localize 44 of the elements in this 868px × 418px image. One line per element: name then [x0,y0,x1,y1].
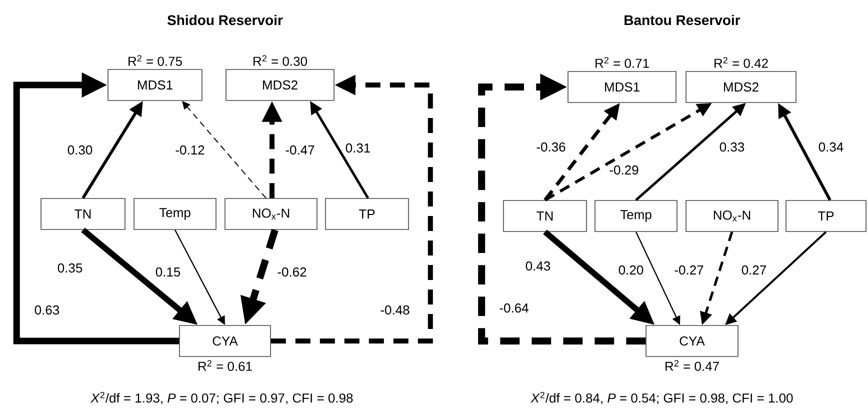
coefficient-label: 0.20 [617,264,645,276]
variable-box: TN [40,198,126,230]
coefficient-label: -0.27 [673,264,705,276]
coefficient-label: 0.34 [817,141,845,153]
coefficient-label: -0.12 [174,144,206,156]
variable-box: CYA [179,325,271,357]
variable-box: MDS1 [568,71,676,103]
variable-box: CYA [646,325,738,357]
variable-box: Temp [134,198,216,230]
coefficient-label: -0.47 [284,144,316,156]
coefficient-label: -0.48 [379,304,411,316]
r-squared-label: R$^{2}$ = 0.42 [714,57,768,68]
panel-title: Shidou Reservoir [167,14,283,26]
coefficient-label: -0.64 [498,302,530,314]
variable-box: MDS2 [226,69,334,101]
variable-box: MDS1 [108,69,202,101]
r-squared-label: R$^{2}$ = 0.71 [596,57,649,68]
coefficient-label: -0.29 [608,164,640,176]
variable-box: Temp [594,200,678,232]
fit-statistics: X$^{2}$/df = 1.93, P = 0.07; GFI = 0.97, CFI = 0.98 [90,392,353,404]
path-arrow [478,74,646,344]
variable-box: NO$_{x}$-N [686,200,778,232]
variable-box: NO$_{x}$-N [224,198,318,230]
coefficient-label: 0.33 [718,141,746,153]
r-squared-label: R$^{2}$ = 0.47 [666,360,719,371]
coefficient-label: 0.43 [524,260,552,272]
coefficient-label: 0.27 [740,264,768,276]
panel-title: Bantou Reservoir [624,14,740,26]
r-squared-label: R$^{2}$ = 0.61 [198,360,252,371]
coefficient-label: -0.36 [535,141,567,153]
coefficient-label: 0.15 [154,266,182,278]
coefficient-label: 0.35 [56,262,84,274]
variable-box: MDS2 [686,71,796,103]
r-squared-label: R$^{2}$ = 0.75 [128,55,182,66]
coefficient-label: 0.31 [344,142,372,154]
coefficient-label: 0.63 [33,304,61,316]
coefficient-label: -0.62 [276,266,308,278]
coefficient-label: 0.30 [66,144,94,156]
variable-box: TP [786,200,866,232]
variable-box: TN [503,200,587,232]
variable-box: TP [325,198,409,230]
fit-statistics: X$^{2}$/df = 0.84, P = 0.54; GFI = 0.98, CFI = 1.00 [530,392,793,404]
path-arrow [13,72,180,344]
r-squared-label: R$^{2}$ = 0.30 [254,55,308,66]
